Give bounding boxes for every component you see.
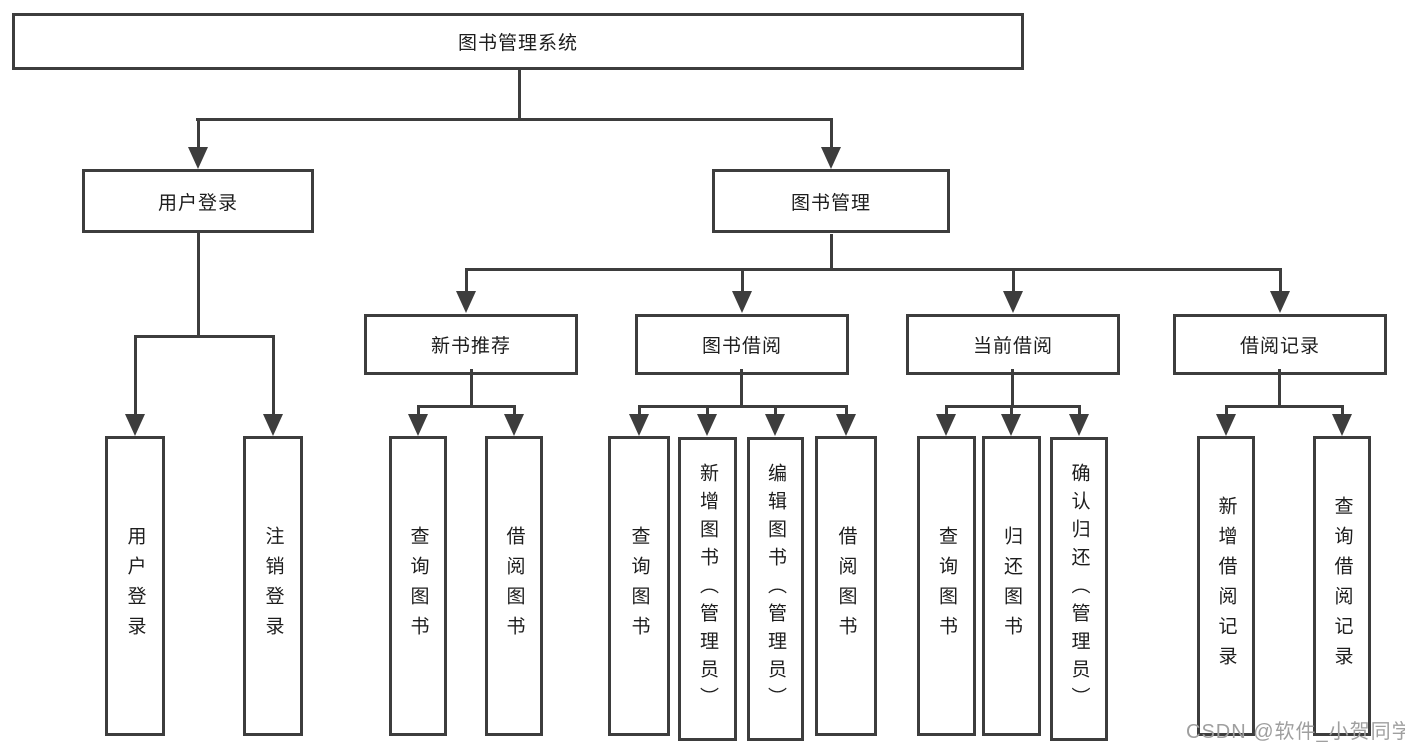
leaf-logout: 注销登录 [243,436,303,736]
node-new-book-recommend: 新书推荐 [364,314,578,375]
edge-current-child-2 [1010,405,1013,417]
arrowhead-icon [1003,291,1023,313]
edge-borrow-child-4 [845,405,848,417]
leaf-user-login-label: 用户登录 [124,526,146,646]
edge-newbook-drop [470,369,473,407]
node-new-book-recommend-label: 新书推荐 [430,336,511,357]
edge-user-drop [197,231,200,337]
arrowhead-icon [936,414,956,436]
arrowhead-icon [732,291,752,313]
arrowhead-icon [765,414,785,436]
edge-to-book-management [830,118,833,149]
node-book-management: 图书管理 [712,169,950,233]
node-root: 图书管理系统 [12,13,1024,70]
leaf-newbook-query-book: 查询图书 [389,436,447,736]
arrowhead-icon [408,414,428,436]
edge-current-child-3 [1078,405,1081,417]
node-root-label: 图书管理系统 [457,33,578,54]
edge-borrow-span [638,405,847,408]
edge-record-child-1 [1225,405,1228,417]
arrowhead-icon [504,414,524,436]
edge-to-borrow-record [1279,268,1282,293]
leaf-newbook-borrow-book-label: 借阅图书 [503,526,525,646]
node-borrow-record: 借阅记录 [1173,314,1387,375]
leaf-borrow-query-book: 查询图书 [608,436,670,736]
edge-to-new-book [465,268,468,293]
leaf-newbook-query-book-label: 查询图书 [407,526,429,646]
node-book-management-label: 图书管理 [790,192,871,214]
arrowhead-icon [1069,414,1089,436]
arrowhead-icon [1216,414,1236,436]
node-current-borrow-label: 当前借阅 [972,336,1053,357]
edge-borrow-child-1 [638,405,641,417]
edge-to-user-login [197,118,200,149]
leaf-confirm-return-admin-label: 确认归还（管理员） [1068,463,1090,715]
leaf-user-login: 用户登录 [105,436,165,736]
edge-borrow-drop [740,369,743,407]
edge-borrow-child-3 [774,405,777,417]
leaf-add-borrow-record-label: 新增借阅记录 [1215,496,1237,676]
edge-to-current-borrow [1012,268,1015,293]
arrowhead-icon [1270,291,1290,313]
arrowhead-icon [821,147,841,169]
leaf-add-book-admin-label: 新增图书（管理员） [697,463,718,715]
edge-to-book-borrow [741,268,744,293]
leaf-return-book-label: 归还图书 [1001,526,1022,646]
edge-user-span [134,335,275,338]
node-user-login: 用户登录 [82,169,314,233]
edge-root-drop [518,70,521,120]
edge-to-leaf-logout [272,335,275,416]
edge-newbook-child-1 [417,405,420,417]
edge-current-drop [1011,369,1014,407]
arrowhead-icon [629,414,649,436]
arrowhead-icon [456,291,476,313]
leaf-return-book: 归还图书 [982,436,1041,736]
edge-borrow-child-2 [706,405,709,417]
leaf-query-borrow-record-label: 查询借阅记录 [1331,496,1353,676]
leaf-borrow-borrow-book: 借阅图书 [815,436,877,736]
watermark: CSDN @软件_小贺同学 [1186,721,1405,743]
arrowhead-icon [697,414,717,436]
edge-record-drop [1278,369,1281,407]
node-book-borrow: 图书借阅 [635,314,849,375]
node-current-borrow: 当前借阅 [906,314,1120,375]
arrowhead-icon [188,147,208,169]
leaf-borrow-borrow-book-label: 借阅图书 [835,526,857,646]
arrowhead-icon [1001,414,1021,436]
leaf-logout-label: 注销登录 [262,526,284,646]
edge-root-span [196,118,833,121]
edge-current-child-1 [945,405,948,417]
arrowhead-icon [1332,414,1352,436]
edge-mgmt-span [465,268,1282,271]
edge-mgmt-drop [830,234,833,270]
leaf-confirm-return-admin: 确认归还（管理员） [1050,437,1108,741]
leaf-query-borrow-record: 查询借阅记录 [1313,436,1371,736]
edge-newbook-span [417,405,516,408]
leaf-add-borrow-record: 新增借阅记录 [1197,436,1255,736]
arrowhead-icon [125,414,145,436]
arrowhead-icon [263,414,283,436]
leaf-current-query-book: 查询图书 [917,436,976,736]
leaf-borrow-query-book-label: 查询图书 [628,526,650,646]
edge-record-span [1225,405,1343,408]
arrowhead-icon [836,414,856,436]
leaf-add-book-admin: 新增图书（管理员） [678,437,737,741]
node-borrow-record-label: 借阅记录 [1239,336,1320,357]
edge-newbook-child-2 [513,405,516,417]
leaf-current-query-book-label: 查询图书 [936,526,957,646]
leaf-edit-book-admin-label: 编辑图书（管理员） [765,463,786,715]
node-book-borrow-label: 图书借阅 [701,336,782,357]
edge-record-child-2 [1341,405,1344,417]
leaf-newbook-borrow-book: 借阅图书 [485,436,543,736]
node-user-login-label: 用户登录 [157,192,238,214]
leaf-edit-book-admin: 编辑图书（管理员） [747,437,804,741]
edge-to-leaf-user-login [134,335,137,416]
